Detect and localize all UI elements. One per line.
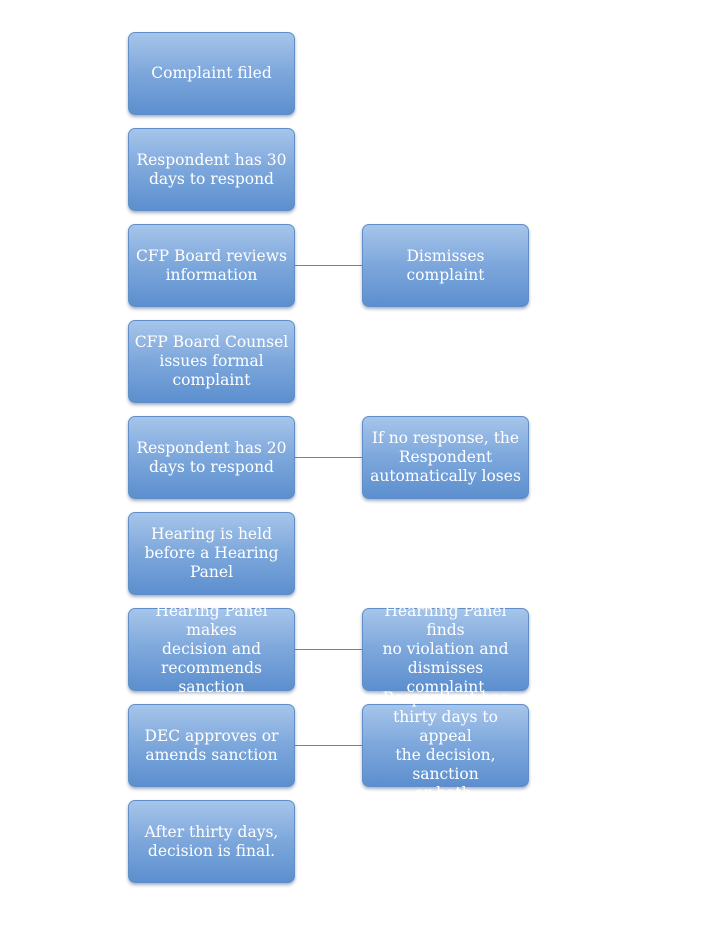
outcome-label: Dismisses complaint bbox=[406, 246, 485, 284]
step-hearing-panel-decision: Hearing Panel makes decision and recomme… bbox=[128, 602, 295, 696]
step-complaint-filed: Complaint filed bbox=[128, 32, 295, 115]
step-label: Hearing Panel makes decision and recomme… bbox=[155, 602, 268, 696]
connector-line bbox=[295, 745, 362, 746]
step-respondent-20-days: Respondent has 20 days to respond bbox=[128, 416, 295, 499]
step-label: Respondent has 20 days to respond bbox=[136, 438, 287, 476]
step-label: Complaint filed bbox=[151, 64, 272, 82]
step-label: DEC approves or amends sanction bbox=[144, 726, 279, 764]
outcome-label: Respondent has thirty days to appeal the… bbox=[382, 688, 509, 802]
step-dec-approves: DEC approves or amends sanction bbox=[128, 704, 295, 787]
connector-line bbox=[295, 265, 362, 266]
outcome-label: If no response, the Respondent automatic… bbox=[370, 429, 521, 485]
outcome-no-violation: Hearning Panel finds no violation and di… bbox=[362, 602, 529, 696]
step-decision-final: After thirty days, decision is final. bbox=[128, 800, 295, 883]
connector-line bbox=[295, 457, 362, 458]
step-label: Respondent has 30 days to respond bbox=[136, 150, 287, 188]
outcome-no-response-loses: If no response, the Respondent automatic… bbox=[362, 416, 529, 499]
step-label: CFP Board reviews information bbox=[136, 246, 287, 284]
step-cfp-board-reviews: CFP Board reviews information bbox=[128, 224, 295, 307]
outcome-label: Hearning Panel finds no violation and di… bbox=[382, 602, 509, 696]
outcome-appeal: Respondent has thirty days to appeal the… bbox=[362, 689, 529, 802]
step-respondent-30-days: Respondent has 30 days to respond bbox=[128, 128, 295, 211]
step-label: Hearing is held before a Hearing Panel bbox=[144, 525, 279, 581]
step-hearing-held: Hearing is held before a Hearing Panel bbox=[128, 512, 295, 595]
step-label: After thirty days, decision is final. bbox=[144, 822, 279, 860]
step-formal-complaint: CFP Board Counsel issues formal complain… bbox=[128, 320, 295, 403]
connector-line bbox=[295, 649, 362, 650]
outcome-dismisses-complaint: Dismisses complaint bbox=[362, 224, 529, 307]
step-label: CFP Board Counsel issues formal complain… bbox=[134, 333, 289, 389]
